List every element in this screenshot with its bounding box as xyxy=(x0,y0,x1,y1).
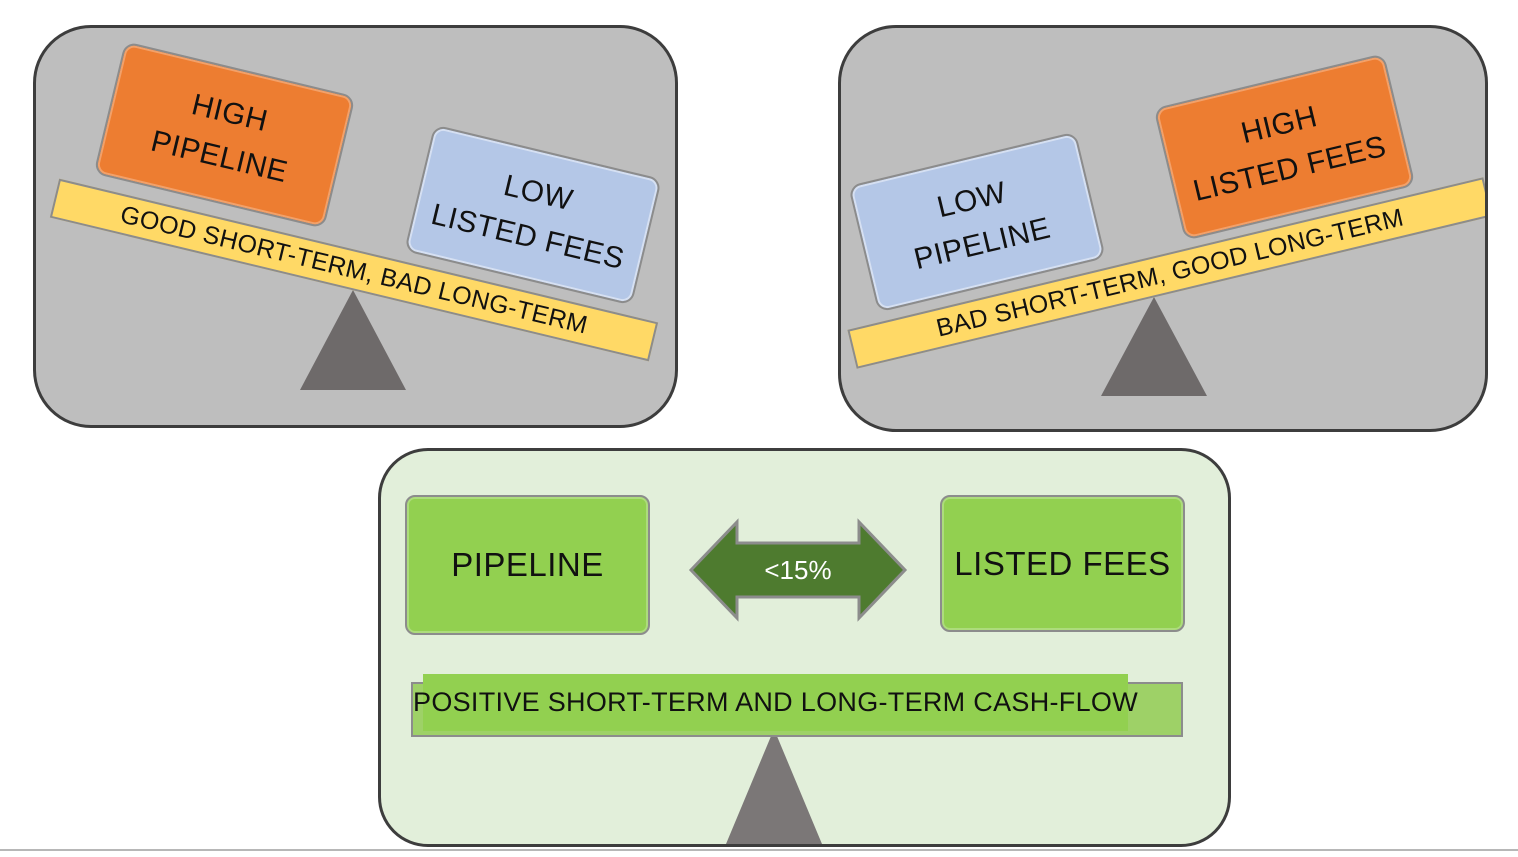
panel-good-long-term: LOW PIPELINE HIGH LISTED FEES BAD SHORT-… xyxy=(838,25,1488,432)
page-edge-divider xyxy=(0,849,1518,851)
pipeline-box: PIPELINE xyxy=(405,495,650,635)
fulcrum-triangle xyxy=(1101,297,1207,396)
panel-good-short-term: HIGH PIPELINE LOW LISTED FEES GOOD SHORT… xyxy=(33,25,678,428)
balance-bar-label: POSITIVE SHORT-TERM AND LONG-TERM CASH-F… xyxy=(413,687,1138,717)
fulcrum-triangle xyxy=(726,729,822,844)
balance-bar: POSITIVE SHORT-TERM AND LONG-TERM CASH-F… xyxy=(413,674,1138,731)
listed-fees-box: LISTED FEES xyxy=(940,495,1185,632)
double-arrow-icon xyxy=(688,518,908,622)
listed-fees-box-label: LISTED FEES xyxy=(954,544,1171,582)
pipeline-box-label: PIPELINE xyxy=(451,546,604,583)
fulcrum-triangle xyxy=(300,290,406,390)
arrow-percentage-label: <15% xyxy=(764,554,832,585)
panel-balanced-cash-flow: PIPELINE LISTED FEES <15% POSITIVE SHORT… xyxy=(378,448,1231,847)
